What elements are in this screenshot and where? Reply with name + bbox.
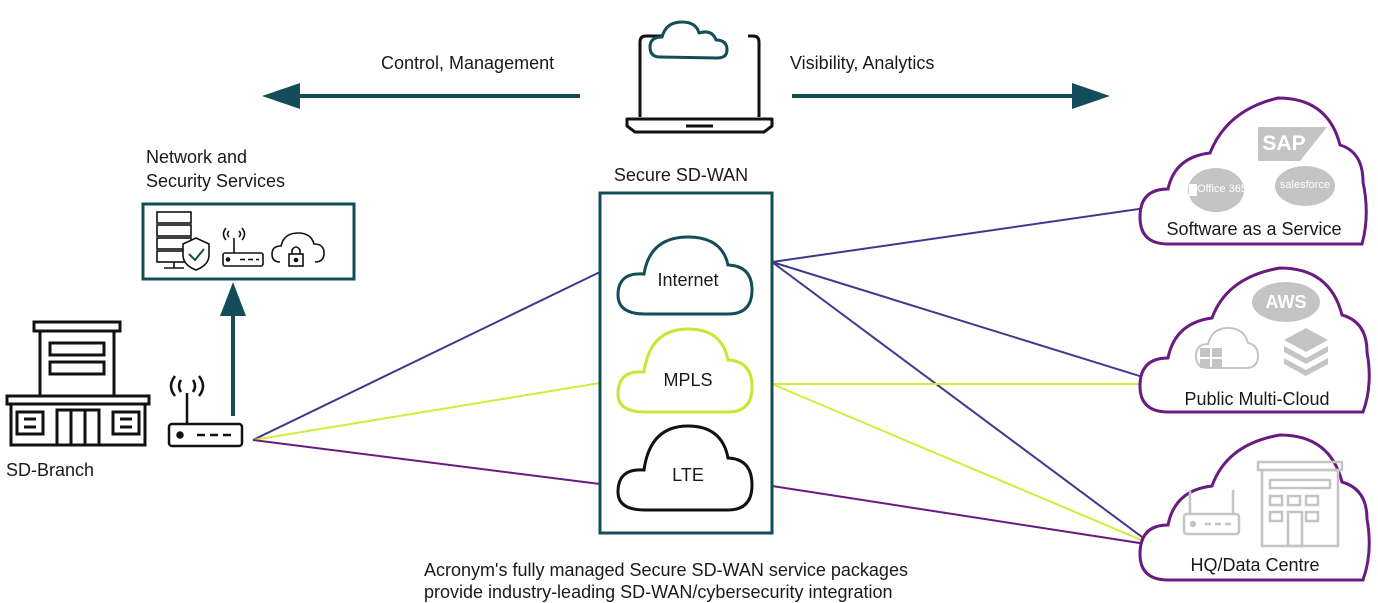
hq-router-icon: [1182, 490, 1241, 536]
visibility-analytics-label: Visibility, Analytics: [790, 53, 935, 73]
mpls-label: MPLS: [663, 370, 713, 390]
line-router-internet: [252, 271, 601, 441]
line-router-lte: [252, 439, 601, 485]
services-title-line1: Network and: [146, 147, 248, 167]
up-arrow: [220, 282, 246, 416]
line-internet-hq: [771, 261, 1147, 541]
mpls-cloud-icon: [616, 327, 754, 414]
branch-router-icon: [167, 375, 244, 448]
line-internet-saas: [771, 207, 1147, 263]
left-arrow: [262, 83, 580, 109]
internet-label: Internet: [657, 270, 719, 290]
laptop-cloud-icon: [625, 20, 774, 134]
saas-label: Software as a Service: [1166, 219, 1342, 239]
caption-line1: Acronym's fully managed Secure SD-WAN se…: [424, 560, 908, 580]
sap-logo-text: SAP: [1262, 132, 1306, 155]
hq-building-icon: [1256, 460, 1344, 548]
aws-logo-icon: [1252, 282, 1320, 322]
internet-cloud-icon: [616, 235, 754, 316]
office365-logo-icon: [1188, 168, 1244, 212]
office365-logo-text: Office 365: [1197, 183, 1247, 195]
control-management-label: Control, Management: [381, 53, 555, 73]
caption-line2: provide industry-leading SD-WAN/cybersec…: [424, 582, 893, 602]
salesforce-logo-text: salesforce: [1279, 179, 1331, 191]
salesforce-logo-icon: [1275, 166, 1335, 206]
line-mpls-hq: [771, 383, 1147, 543]
line-lte-hq: [771, 485, 1147, 545]
cloud-lock-icon: [271, 232, 325, 267]
wireless-router-icon: [222, 227, 264, 267]
public-cloud-label: Public Multi-Cloud: [1184, 389, 1330, 409]
azure-cloud-windows-icon: [1194, 326, 1260, 369]
lte-cloud-icon: [616, 424, 754, 512]
line-internet-cloud: [771, 261, 1147, 379]
sdwan-title: Secure SD-WAN: [613, 165, 749, 185]
branch-building-icon: [5, 320, 151, 447]
aws-logo-text: AWS: [1265, 292, 1307, 312]
stack-layers-icon: [1284, 328, 1328, 376]
branch-label: SD-Branch: [6, 460, 95, 480]
sap-logo-icon: [1258, 127, 1327, 161]
services-title-line2: Security Services: [146, 171, 286, 191]
server-shield-icon: [156, 211, 210, 271]
hq-label: HQ/Data Centre: [1190, 555, 1320, 575]
right-arrow: [792, 83, 1110, 109]
line-router-mpls: [252, 382, 601, 441]
connection-lines: [252, 207, 1147, 545]
lte-label: LTE: [672, 465, 704, 485]
